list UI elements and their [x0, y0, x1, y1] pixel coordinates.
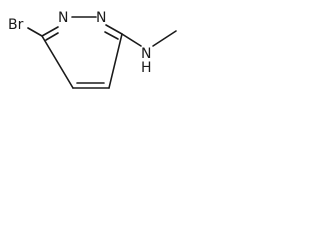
bond-c5-c6 [41, 35, 74, 89]
bond-nh-methyl [152, 30, 177, 47]
atom-label-bromine: Br [8, 17, 24, 33]
bond-br-c6 [27, 27, 43, 37]
atom-label-amine-hydrogen: H [141, 60, 152, 76]
bond-n2-c3-inner [104, 31, 119, 40]
bond-c3-c4 [108, 33, 123, 89]
bond-c6-n1-inner [45, 32, 59, 41]
bond-c3-nh [121, 33, 142, 47]
atom-label-ring-nitrogen-1: N [58, 10, 68, 26]
chemical-structure: Br N N N H [8, 10, 177, 89]
bond-c6-n1 [41, 26, 59, 37]
atom-label-amine-nitrogen: N [141, 46, 151, 62]
atom-label-ring-nitrogen-2: N [96, 10, 106, 26]
bond-n2-c3 [105, 24, 123, 35]
